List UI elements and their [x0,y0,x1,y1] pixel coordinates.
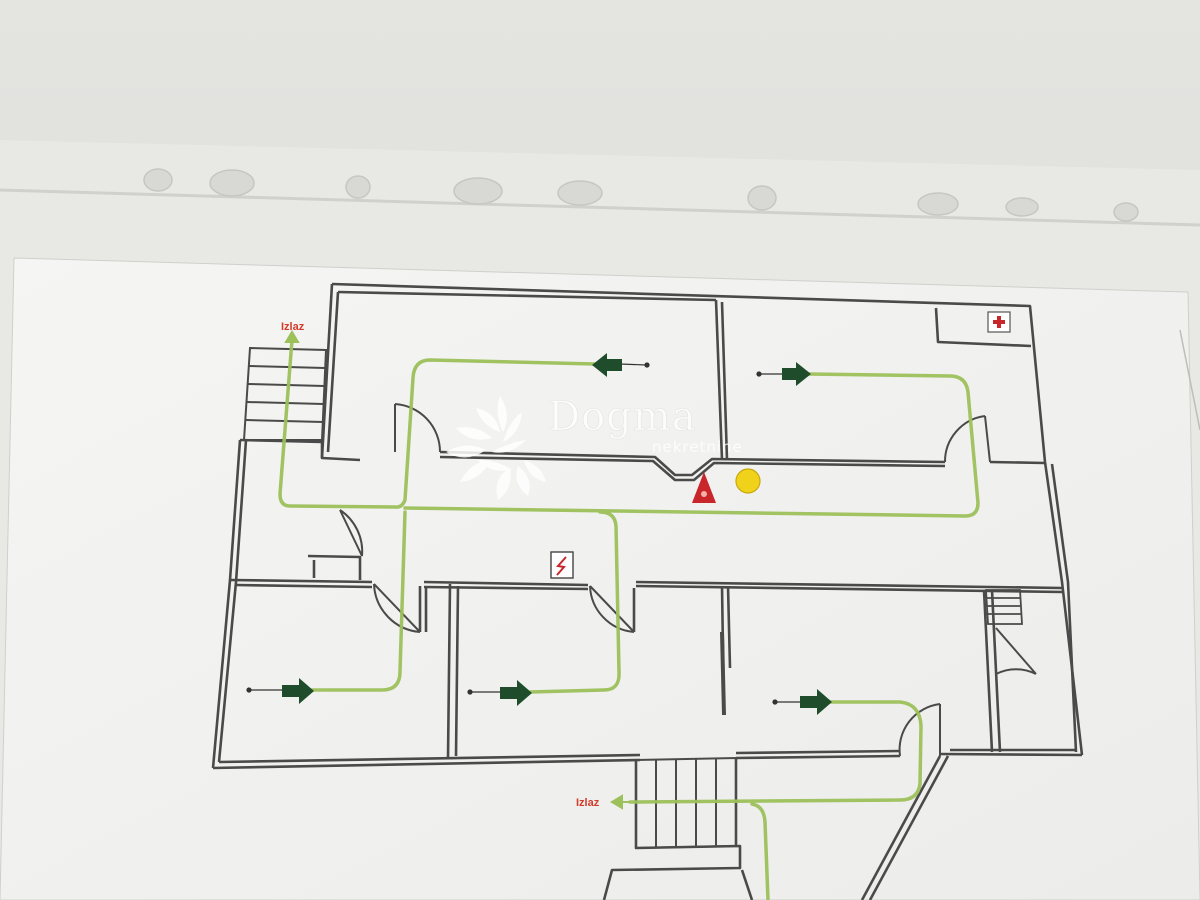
lower-bottom-wall-right [735,754,901,760]
lower-top-wall-2 [235,583,373,589]
lower-top-wall [229,578,373,584]
punched-holes [143,168,1139,222]
paper-fold-line [1179,329,1200,431]
exit-label-top: Izlaz [281,321,305,333]
watermark-sub: nekretnine [652,438,743,456]
route-main-corridor [403,372,980,518]
lower-top-wall-right [635,580,1063,590]
left-outer-wall-2 [217,439,248,763]
exit-arrow-icon [800,689,832,715]
door-small-room [995,627,1037,675]
lower-bottom-wall-right-2 [735,749,901,755]
route-bottom-down [750,802,770,900]
floorplan-walls [211,282,1084,900]
right-outer-wall-2 [1050,463,1078,753]
lower-partition-3b [990,589,1002,753]
door-lower-right [898,703,941,757]
route-lower-left [310,510,407,692]
upper-right-bottom [989,460,1046,465]
door-upper-left [394,403,442,453]
lower-bottom-wall-2 [218,753,641,764]
door-swings [339,403,1037,757]
door-lower-mid [589,585,635,633]
partition-bar [720,631,726,716]
route-lower-mid [528,510,621,694]
room-divider-top [714,299,724,461]
stairs-small-room [985,589,1023,625]
exit-arrow-icon [282,678,314,704]
bottom-right-diagonal-2 [860,755,942,900]
room-divider-top-2 [720,301,729,461]
lower-bottom-wall-far [939,752,1083,757]
watermark-logo: Dogma nekretnine [446,394,743,500]
upper-inner-wall [337,290,717,302]
corridor-stub [307,554,362,580]
door-upper-right [943,415,991,463]
lower-partition-1 [446,583,452,759]
watermark-brand: Dogma [548,394,697,440]
lower-partition-1b [454,585,460,757]
fire-extinguisher-icon [692,472,716,503]
lower-top-wall-mid [423,580,589,587]
exit-pointers [284,330,630,810]
exit-arrow-icon [592,353,622,377]
lower-partition-3 [982,589,994,753]
paper-sheet [0,257,1200,900]
flower-logo-icon [446,396,546,500]
lower-top-wall-mid-2 [423,585,589,591]
door-lower-left [373,583,421,633]
upper-left-wall [320,283,334,459]
exit-arrow-icon [500,680,532,706]
upper-room-bottom-wall [439,450,946,477]
assembly-point-icon [735,468,761,494]
lower-partition-2b [726,585,732,669]
electrical-hazard-icon [550,551,574,579]
bottom-stair-wall-right-2 [740,869,754,900]
right-outer-wall [1043,461,1084,756]
exit-arrow-icons [282,353,832,715]
first-aid-cabinet-wall [934,307,1032,348]
sleeve-edge [0,188,1200,227]
bottom-right-diagonal [868,755,950,900]
evacuation-routes [278,338,980,900]
exit-label-bottom: Izlaz [576,797,600,809]
door-corridor [339,509,364,557]
upper-left-wall-2 [326,291,340,453]
route-lower-right [628,700,923,804]
upper-outer-wall [331,282,1047,463]
lower-bottom-wall [212,758,641,770]
exit-arrow-icon [782,362,811,386]
upper-room-bottom-wall-2 [439,455,946,482]
route-start-markers [246,362,806,705]
first-aid-icon [987,311,1011,333]
route-top-left-room [278,338,597,509]
